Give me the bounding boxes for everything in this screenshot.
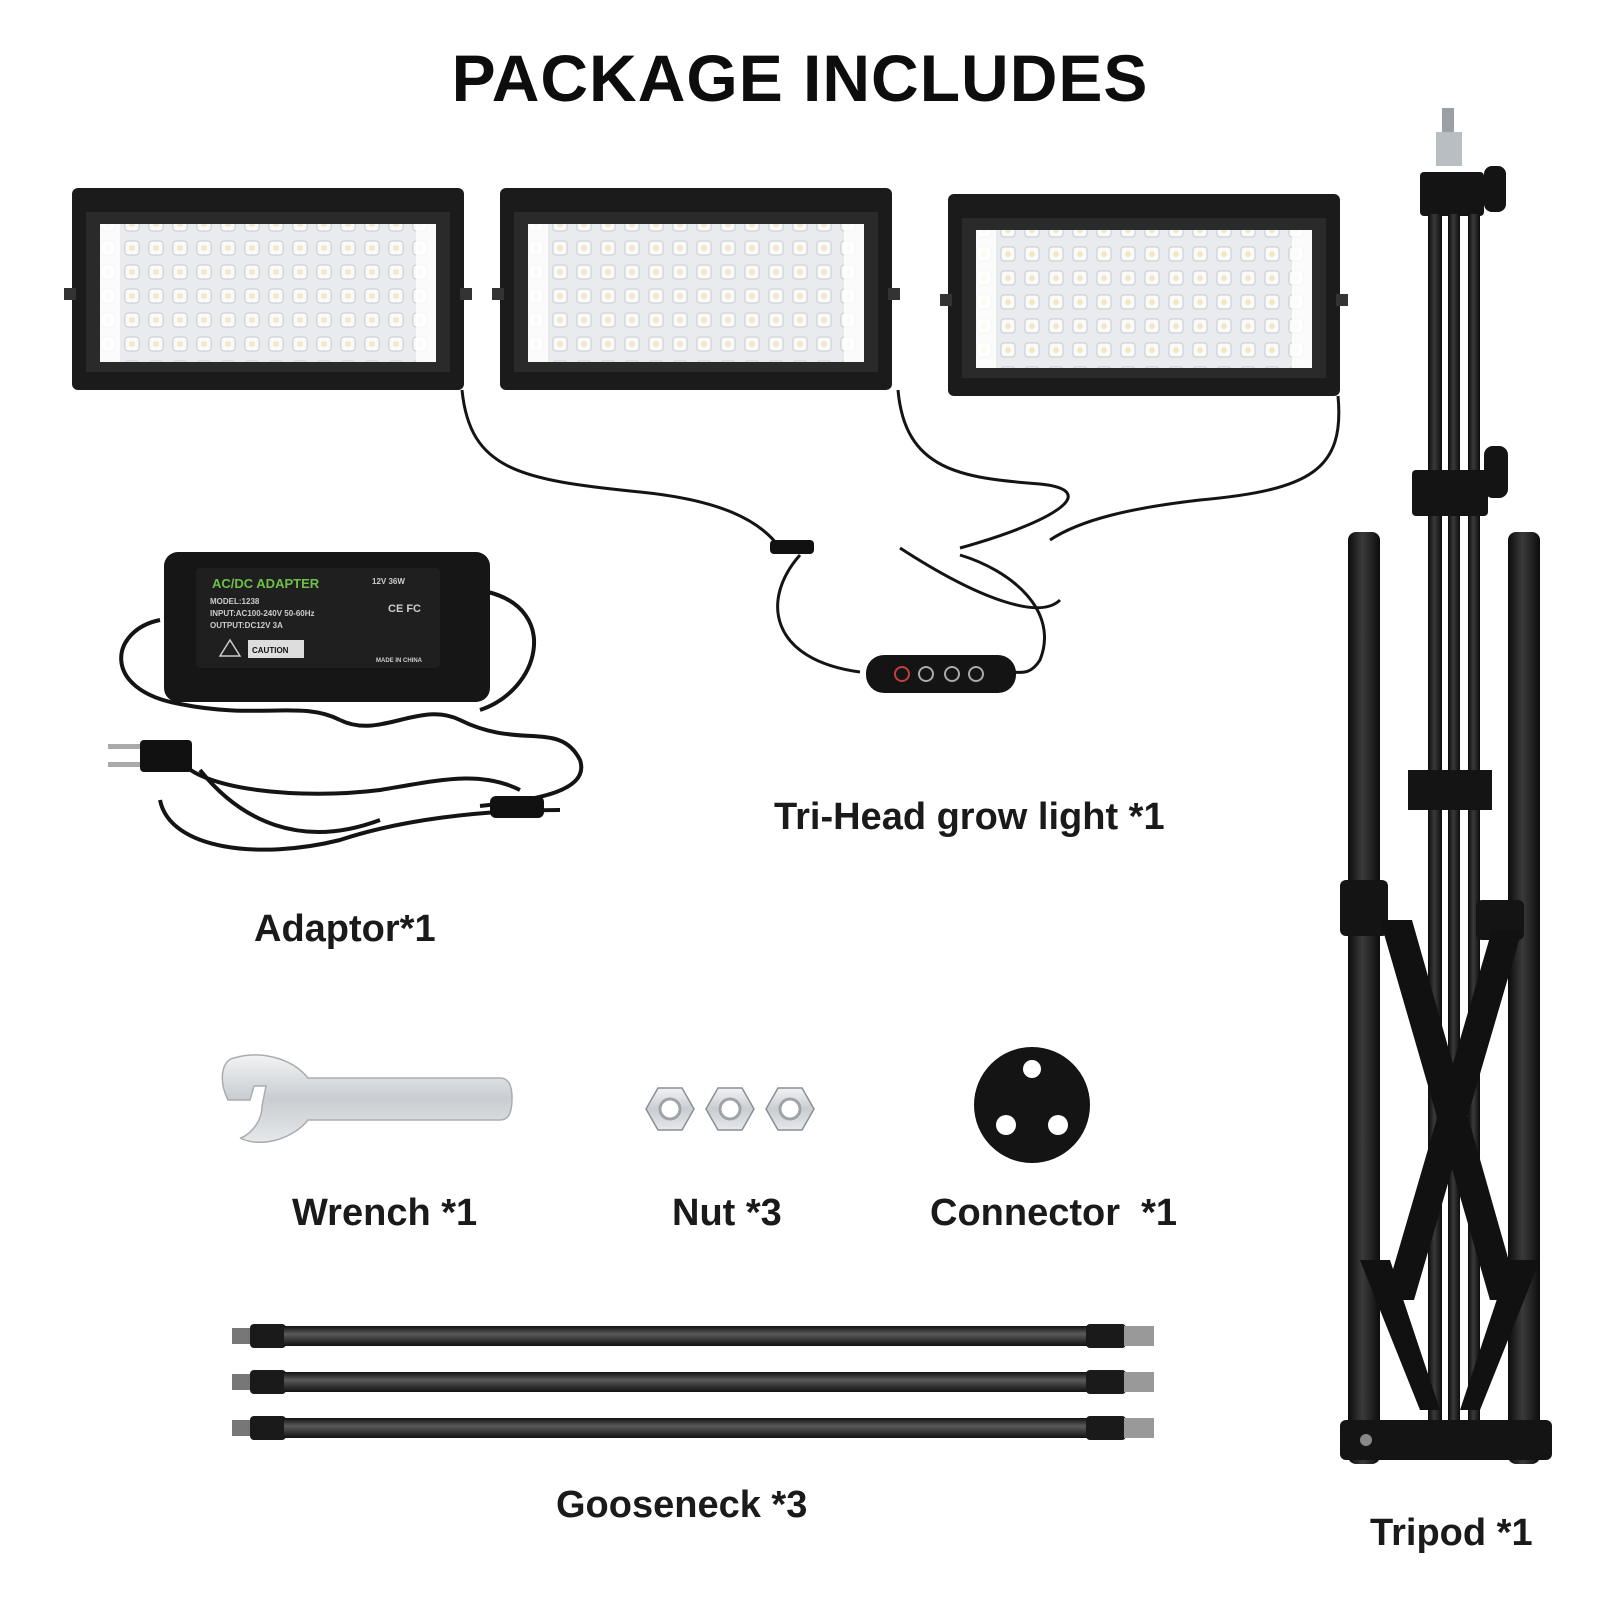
dimmer-controller [866,655,1016,693]
page-title: PACKAGE INCLUDES [451,41,1149,115]
wrench [221,1054,513,1143]
tripod-spigot [1442,108,1454,134]
gooseneck-2 [232,1370,1154,1394]
label-adaptor: Adaptor*1 [254,908,436,950]
adapter-heading: AC/DC ADAPTER [212,576,320,591]
mode-icon [944,666,960,682]
adapter-origin: MADE IN CHINA [376,658,423,664]
label-tri-head-grow-light: Tri-Head grow light *1 [774,796,1165,838]
tripod [1340,108,1552,1464]
power-icon [894,666,910,682]
nut-2 [705,1087,755,1131]
plus-icon [968,666,984,682]
grow-light-panel-1 [64,188,472,390]
tripod-knob-top [1484,166,1506,212]
label-connector: Connector *1 [930,1192,1178,1234]
label-nut: Nut *3 [672,1192,782,1234]
ac-dc-adapter: AC/DC ADAPTER 12V 36W MODEL:1238 INPUT:A… [119,552,536,722]
nut-1 [645,1087,695,1131]
power-cord [158,712,584,852]
adapter-input: INPUT:AC100-240V 50-60Hz [210,609,315,618]
connector-disc [974,1047,1090,1163]
warning-triangle-icon [218,638,242,657]
label-tripod: Tripod *1 [1370,1512,1533,1554]
adapter-cert-marks: CE FC [388,603,421,615]
label-gooseneck: Gooseneck *3 [556,1484,808,1526]
grow-light-cables [460,389,1341,674]
timer-icon [918,666,934,682]
gooseneck-3 [232,1416,1154,1440]
adapter-model: MODEL:1238 [210,597,260,606]
gooseneck-1 [232,1324,1154,1348]
tripod-knob-mid [1484,446,1508,498]
adapter-rating: 12V 36W [372,577,405,586]
cable-connector-plug [770,540,814,554]
nut-3 [765,1087,815,1131]
adapter-output: OUTPUT:DC12V 3A [210,621,283,630]
power-plug [108,740,544,818]
adapter-caution: CAUTION [252,646,289,655]
label-wrench: Wrench *1 [292,1192,478,1234]
grow-light-panel-2 [492,188,900,390]
grow-light-panel-3 [940,194,1348,396]
